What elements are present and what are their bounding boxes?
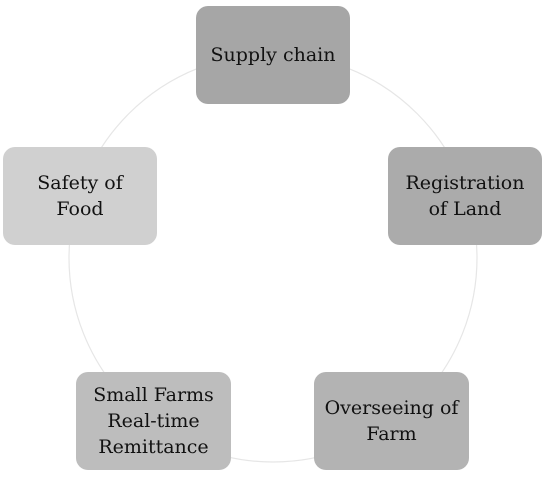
- node-registration-of-land: Registration of Land: [388, 147, 542, 245]
- node-safety-of-food: Safety of Food: [3, 147, 157, 245]
- node-overseeing-of-farm: Overseeing of Farm: [314, 372, 469, 470]
- node-small-farms-remittance: Small Farms Real-time Remittance: [76, 372, 231, 470]
- node-supply-chain: Supply chain: [196, 6, 350, 104]
